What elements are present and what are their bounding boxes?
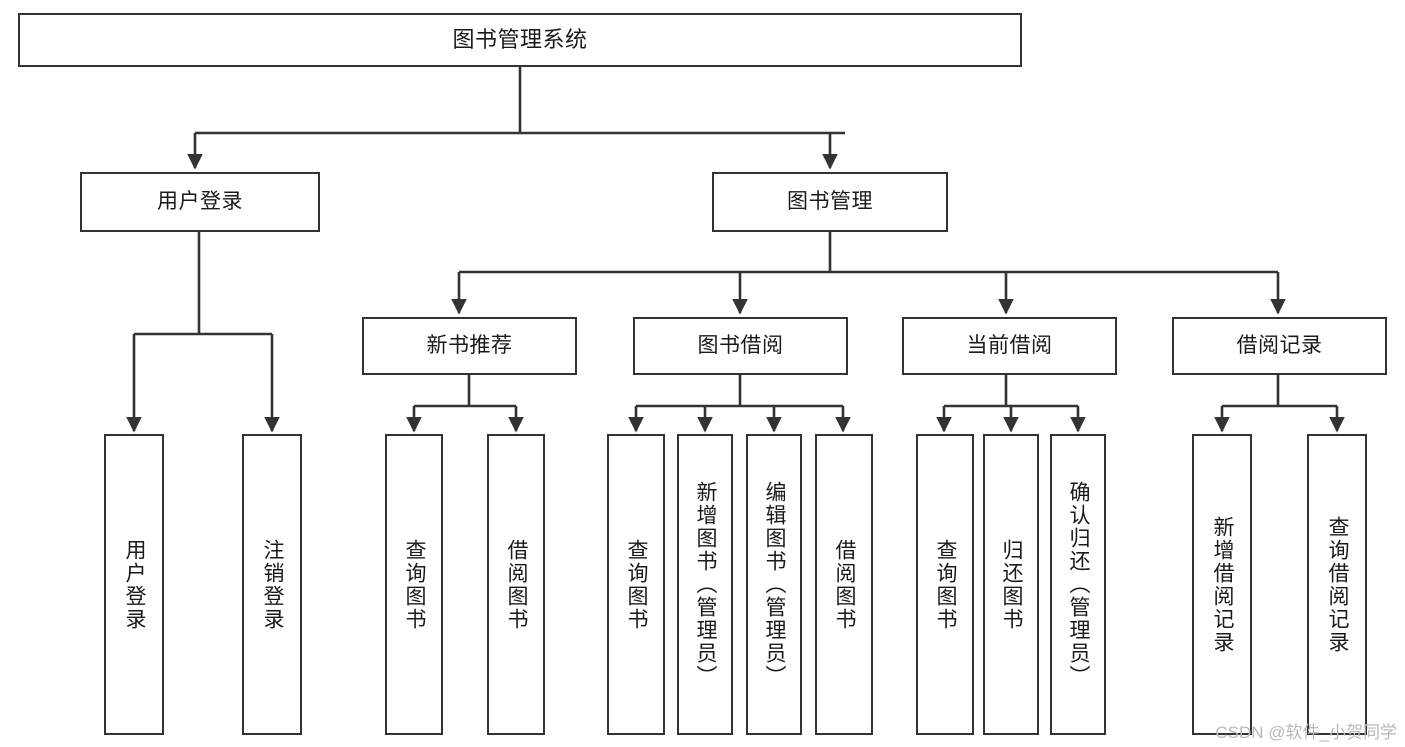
leaf-query-book-1-label: 查询图书 xyxy=(403,538,427,631)
leaf-borrow-book-2[interactable]: 借阅图书 xyxy=(815,434,873,735)
leaf-query-book-1[interactable]: 查询图书 xyxy=(385,434,443,735)
leaf-query-book-3-label: 查询图书 xyxy=(934,538,958,631)
node-current-borrow[interactable]: 当前借阅 xyxy=(902,317,1117,375)
node-user-login-label: 用户登录 xyxy=(157,189,243,213)
leaf-user-login[interactable]: 用户登录 xyxy=(104,434,164,735)
node-current-borrow-label: 当前借阅 xyxy=(966,333,1053,357)
node-borrow-record[interactable]: 借阅记录 xyxy=(1172,317,1387,375)
leaf-query-book-3[interactable]: 查询图书 xyxy=(916,434,974,735)
watermark: CSDN @软件_小贺同学 xyxy=(1215,723,1397,742)
leaf-add-book-label: 新增图书（管理员） xyxy=(694,481,718,688)
leaf-return-book[interactable]: 归还图书 xyxy=(983,434,1039,735)
node-new-book-recommend[interactable]: 新书推荐 xyxy=(362,317,577,375)
leaf-confirm-return[interactable]: 确认归还（管理员） xyxy=(1050,434,1106,735)
leaf-borrow-book-1-label: 借阅图书 xyxy=(505,538,529,631)
leaf-edit-book-label: 编辑图书（管理员） xyxy=(763,481,787,688)
node-user-login[interactable]: 用户登录 xyxy=(80,172,320,232)
leaf-query-book-2[interactable]: 查询图书 xyxy=(607,434,665,735)
node-book-borrow[interactable]: 图书借阅 xyxy=(633,317,848,375)
node-new-book-recommend-label: 新书推荐 xyxy=(426,333,513,357)
leaf-add-record[interactable]: 新增借阅记录 xyxy=(1192,434,1252,735)
leaf-confirm-return-label: 确认归还（管理员） xyxy=(1067,481,1091,688)
leaf-logout[interactable]: 注销登录 xyxy=(242,434,302,735)
node-book-management-label: 图书管理 xyxy=(787,189,873,213)
leaf-add-record-label: 新增借阅记录 xyxy=(1211,515,1235,654)
leaf-borrow-book-1[interactable]: 借阅图书 xyxy=(487,434,545,735)
node-book-management[interactable]: 图书管理 xyxy=(712,172,948,232)
node-root-label: 图书管理系统 xyxy=(452,27,588,53)
leaf-query-record[interactable]: 查询借阅记录 xyxy=(1307,434,1367,735)
leaf-query-book-2-label: 查询图书 xyxy=(625,538,649,631)
leaf-add-book[interactable]: 新增图书（管理员） xyxy=(677,434,733,735)
node-borrow-record-label: 借阅记录 xyxy=(1236,333,1323,357)
node-root[interactable]: 图书管理系统 xyxy=(18,13,1022,67)
leaf-edit-book[interactable]: 编辑图书（管理员） xyxy=(746,434,802,735)
leaf-return-book-label: 归还图书 xyxy=(1000,538,1024,631)
node-book-borrow-label: 图书借阅 xyxy=(697,333,784,357)
leaf-borrow-book-2-label: 借阅图书 xyxy=(833,538,857,631)
leaf-query-record-label: 查询借阅记录 xyxy=(1326,515,1350,654)
leaf-logout-label: 注销登录 xyxy=(261,538,285,631)
leaf-user-login-label: 用户登录 xyxy=(123,538,147,631)
